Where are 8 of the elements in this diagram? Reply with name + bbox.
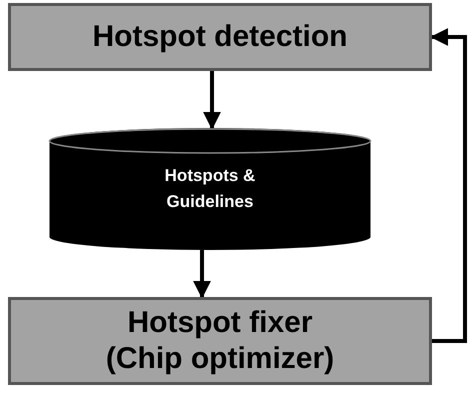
process-box bbox=[8, 297, 432, 385]
node-label: Hotspots & Guidelines bbox=[164, 165, 256, 213]
arrow bbox=[203, 71, 221, 130]
node-label: Hotspot detection bbox=[92, 19, 348, 55]
process-box bbox=[8, 3, 432, 71]
node-label: Hotspot fixer (Chip optimizer) bbox=[104, 305, 336, 377]
arrow bbox=[193, 250, 211, 299]
arrow bbox=[430, 28, 467, 343]
